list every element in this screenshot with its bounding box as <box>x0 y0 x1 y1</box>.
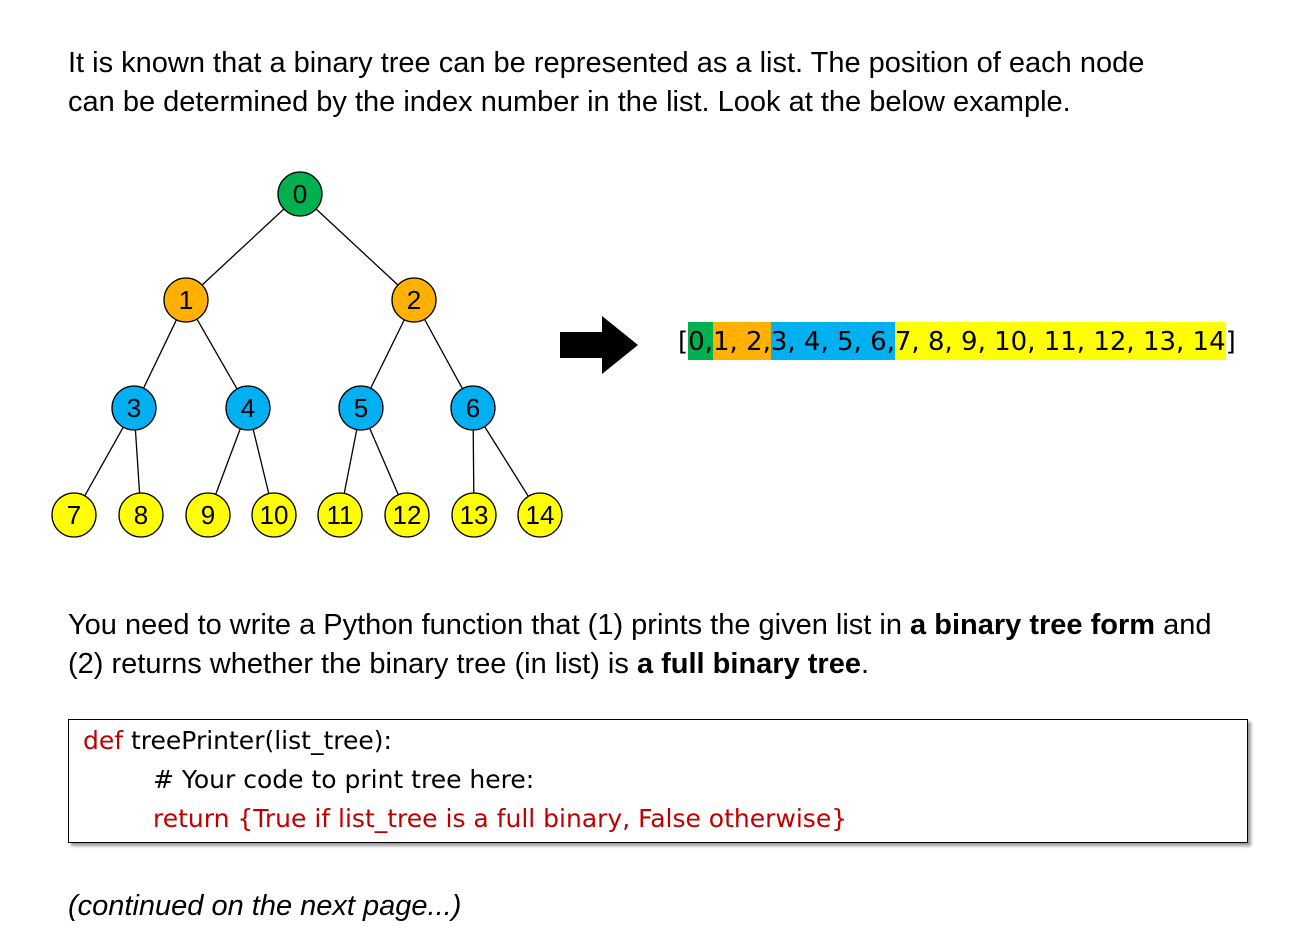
tree-node-label-3: 3 <box>127 393 141 423</box>
tree-node-label-13: 13 <box>460 500 489 530</box>
tree-node-6 <box>450 385 496 431</box>
tree-node-label-6: 6 <box>466 393 480 423</box>
tree-node-8 <box>118 492 164 538</box>
tree-node-10 <box>251 492 297 538</box>
list-group-level-2: 3, 4, 5, 6, <box>770 322 895 360</box>
tree-node-label-8: 8 <box>134 500 148 530</box>
tree-node-label-14: 14 <box>526 500 555 530</box>
list-group-level-3: 7, 8, 9, 10, 11, 12, 13, 14 <box>894 322 1226 360</box>
tree-node-3 <box>111 385 157 431</box>
tree-edge-0-1 <box>201 208 285 286</box>
tree-node-2 <box>391 277 437 323</box>
intro-line-2: can be determined by the index number in… <box>68 86 1071 118</box>
task-bold-full-binary-tree: a full binary tree <box>636 648 861 680</box>
tree-edge-0-2 <box>315 208 399 286</box>
tree-node-label-1: 1 <box>179 285 193 315</box>
tree-node-0 <box>277 171 323 217</box>
tree-edge-6-14 <box>484 426 529 497</box>
tree-node-label-10: 10 <box>260 500 289 530</box>
tree-node-label-2: 2 <box>407 285 421 315</box>
tree-edge-6-13 <box>472 429 475 494</box>
task-bold-binary-tree-form: a binary tree form <box>910 609 1156 641</box>
tree-edge-5-11 <box>343 429 358 494</box>
def-keyword: def <box>83 726 124 755</box>
tree-node-4 <box>225 385 271 431</box>
tree-node-12 <box>384 492 430 538</box>
intro-paragraph: It is known that a binary tree can be re… <box>68 44 1248 122</box>
tree-edge-3-8 <box>134 429 141 494</box>
tree-node-7 <box>51 492 97 538</box>
tree-edge-2-5 <box>370 319 405 389</box>
tree-node-1 <box>163 277 209 323</box>
code-line-comment: # Your code to print tree here: <box>153 765 535 794</box>
tree-edge-4-10 <box>252 429 270 494</box>
task-text-3: . <box>860 648 870 680</box>
list-group-level-1: 1, 2, <box>712 322 771 360</box>
tree-node-label-9: 9 <box>201 500 215 530</box>
tree-node-14 <box>517 492 563 538</box>
function-signature: treePrinter(list_tree): <box>123 726 392 755</box>
list-group-level-0: 0, <box>688 322 713 360</box>
tree-node-13 <box>451 492 497 538</box>
intro-line-1: It is known that a binary tree can be re… <box>68 47 1145 79</box>
tree-edge-5-12 <box>369 427 399 496</box>
task-text-2: and (2) returns whether the binary tree … <box>68 609 1212 680</box>
task-paragraph: You need to write a Python function that… <box>68 606 1248 684</box>
tree-node-label-12: 12 <box>393 500 422 530</box>
code-line-return: return {True if list_tree is a full bina… <box>153 804 848 833</box>
right-arrow-icon <box>560 316 638 374</box>
tree-node-11 <box>317 492 363 538</box>
list-representation: [0, 1, 2, 3, 4, 5, 6, 7, 8, 9, 10, 11, 1… <box>678 322 1236 362</box>
code-box: def treePrinter(list_tree): # Your code … <box>68 719 1248 843</box>
tree-edge-2-6 <box>423 318 464 390</box>
tree-edge-4-9 <box>215 428 241 495</box>
tree-edge-3-7 <box>84 426 124 497</box>
list-open-bracket: [ <box>678 327 689 357</box>
tree-node-label-4: 4 <box>241 393 255 423</box>
tree-edge-1-3 <box>142 319 178 389</box>
tree-node-label-11: 11 <box>327 500 354 530</box>
tree-node-9 <box>185 492 231 538</box>
continued-note: (continued on the next page...) <box>68 890 462 922</box>
tree-node-label-7: 7 <box>67 500 81 530</box>
task-text-1: You need to write a Python function that… <box>68 609 911 641</box>
tree-node-label-0: 0 <box>293 179 307 209</box>
tree-node-label-5: 5 <box>354 393 368 423</box>
list-close-bracket: ] <box>1225 327 1236 357</box>
tree-node-5 <box>338 385 384 431</box>
code-line-def: def treePrinter(list_tree): <box>83 726 392 755</box>
tree-edge-1-4 <box>196 318 238 390</box>
